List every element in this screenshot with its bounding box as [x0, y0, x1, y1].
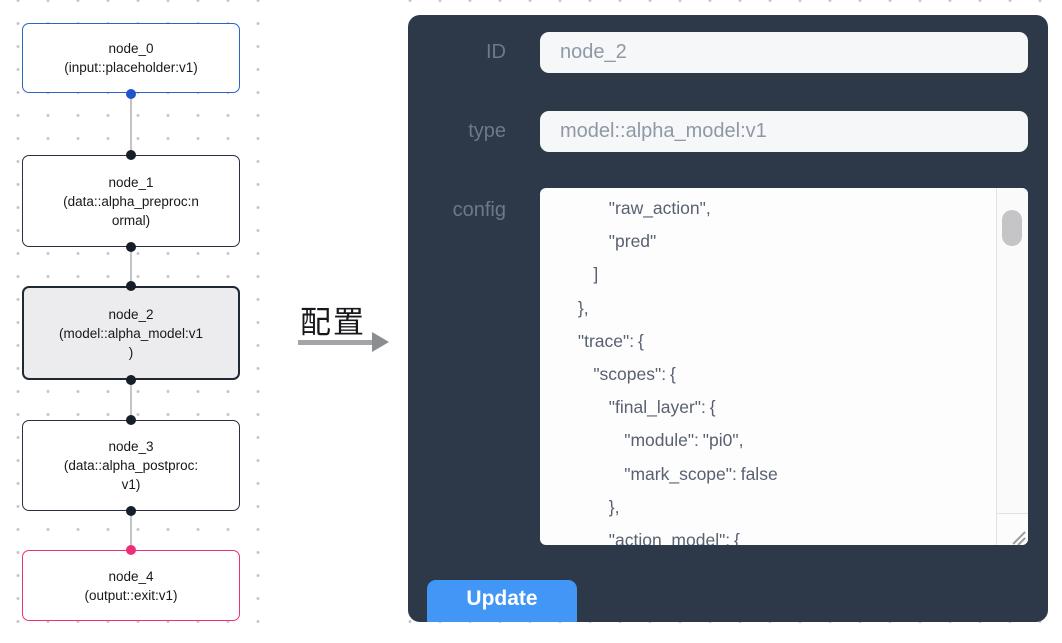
node-label: node_3 (data::alpha_postproc: v1) [63, 439, 199, 492]
right-arrow-icon [372, 332, 389, 352]
node-label: node_4 (output::exit:v1) [84, 568, 178, 603]
flow-node-node_0[interactable]: node_0 (input::placeholder:v1) [22, 23, 240, 93]
type-input[interactable] [540, 111, 1028, 152]
node-label: node_2 (model::alpha_model:v1 ) [58, 306, 204, 360]
config-scrollbar-track[interactable] [996, 188, 1028, 513]
flow-node-node_2-selected[interactable]: node_2 (model::alpha_model:v1 ) [22, 286, 240, 380]
edge-node0-node1 [130, 94, 132, 155]
config-textarea[interactable]: "raw_action", "pred" ] }, "trace": { "sc… [540, 188, 1028, 545]
port-node4-input[interactable] [126, 545, 136, 555]
panel-zone: ID type config "raw_action", "pred" ] },… [392, 0, 1062, 643]
port-node3-input[interactable] [126, 415, 136, 425]
port-node2-output[interactable] [126, 375, 136, 385]
configure-annotation-label: 配置 [300, 305, 366, 340]
flow-node-node_4[interactable]: node_4 (output::exit:v1) [22, 550, 240, 621]
port-node0-output[interactable] [126, 89, 136, 99]
edge-node1-node2 [130, 247, 132, 286]
update-button-label: Update [466, 587, 538, 610]
config-field-label: config [452, 199, 506, 221]
port-node1-output[interactable] [126, 242, 136, 252]
annotation-zone: 配置 [268, 0, 392, 643]
flow-node-node_1[interactable]: node_1 (data::alpha_preproc:n ormal) [22, 155, 240, 247]
edge-node2-node3 [130, 380, 132, 420]
port-node2-input[interactable] [126, 281, 136, 291]
flow-node-node_3[interactable]: node_3 (data::alpha_postproc: v1) [22, 420, 240, 511]
right-arrow-shaft [298, 340, 374, 345]
id-field-label: ID [486, 41, 506, 63]
node-label: node_1 (data::alpha_preproc:n ormal) [63, 174, 199, 228]
textarea-resize-grip[interactable] [996, 513, 1028, 545]
config-json-text[interactable]: "raw_action", "pred" ] }, "trace": { "sc… [577, 198, 778, 545]
node-label: node_0 (input::placeholder:v1) [64, 41, 198, 75]
node-config-panel: ID type config "raw_action", "pred" ] },… [408, 15, 1048, 622]
type-field-label: type [468, 120, 506, 142]
flow-canvas[interactable]: node_0 (input::placeholder:v1) node_1 (d… [0, 0, 268, 643]
port-node1-input[interactable] [126, 150, 136, 160]
id-input[interactable] [540, 32, 1028, 73]
config-scrollbar-thumb[interactable] [1002, 210, 1022, 246]
edge-node3-node4 [130, 511, 132, 550]
update-button[interactable]: Update [427, 580, 577, 622]
port-node3-output[interactable] [126, 506, 136, 516]
